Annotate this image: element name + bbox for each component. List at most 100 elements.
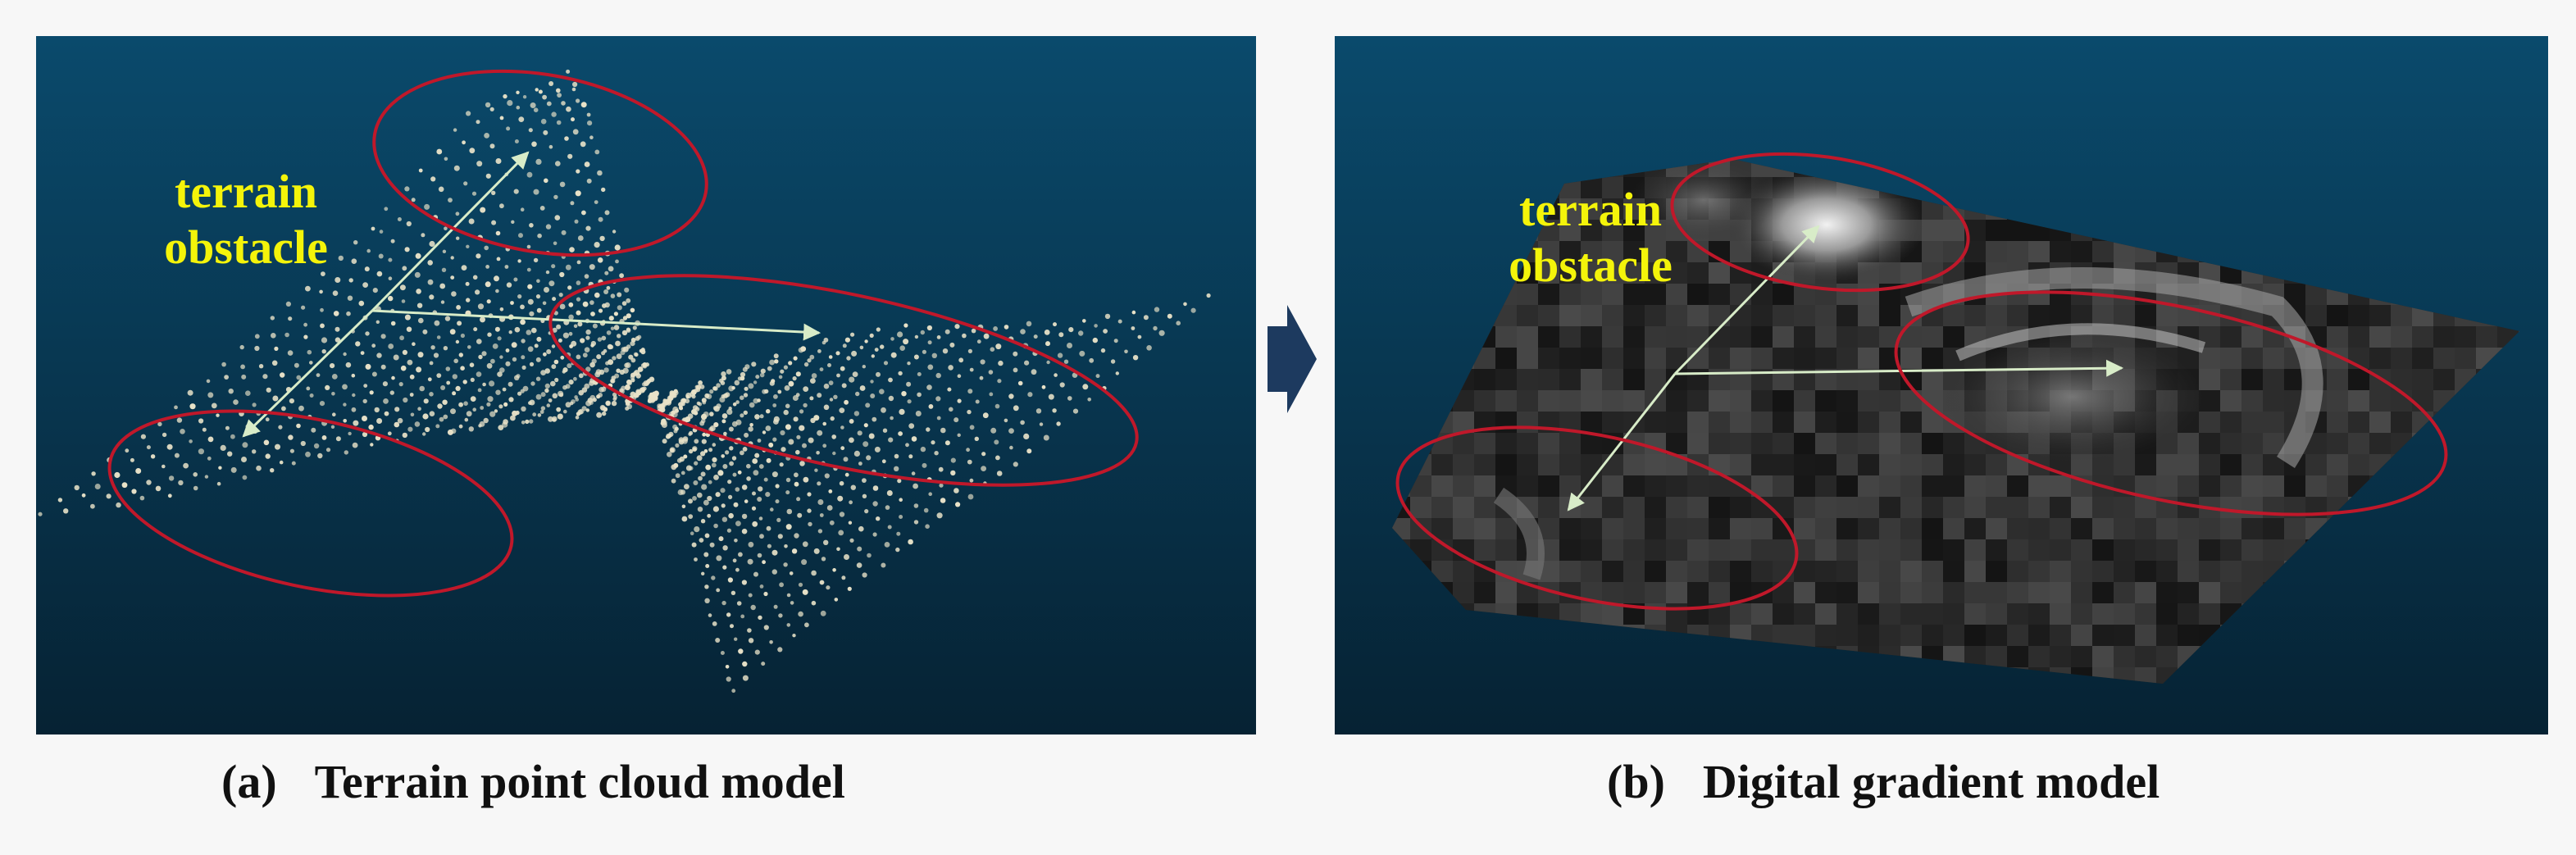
gradient-cell xyxy=(2114,518,2135,539)
gradient-cell xyxy=(1581,326,1602,348)
point xyxy=(883,361,889,366)
gradient-cell xyxy=(2114,603,2135,625)
point xyxy=(587,121,593,126)
point xyxy=(694,461,699,466)
point xyxy=(662,439,667,444)
point xyxy=(809,396,814,401)
point xyxy=(777,389,782,394)
point xyxy=(1013,405,1019,412)
point xyxy=(294,362,299,368)
gradient-cell xyxy=(1858,475,1879,497)
point xyxy=(758,615,762,621)
point xyxy=(802,541,808,548)
point xyxy=(1017,380,1023,386)
gradient-cell xyxy=(1986,497,2007,518)
point xyxy=(976,339,981,344)
point xyxy=(537,233,542,239)
gradient-cell xyxy=(1858,561,1879,582)
point xyxy=(773,604,778,609)
point xyxy=(568,302,574,307)
point xyxy=(521,421,526,425)
point xyxy=(309,393,314,398)
point xyxy=(931,440,935,445)
point xyxy=(771,549,778,556)
gradient-cell xyxy=(1687,582,1709,603)
point xyxy=(826,505,833,511)
point xyxy=(335,326,340,332)
point xyxy=(890,352,897,358)
point xyxy=(372,288,378,293)
point xyxy=(715,492,721,498)
gradient-cell xyxy=(1517,284,1538,305)
gradient-cell xyxy=(1836,603,1858,625)
point xyxy=(626,313,631,319)
point xyxy=(453,165,460,171)
point xyxy=(872,485,879,491)
gradient-cell xyxy=(1751,433,1773,454)
point xyxy=(711,575,716,580)
gradient-cell xyxy=(2092,646,2114,667)
gradient-cell xyxy=(1623,284,1645,305)
gradient-cell xyxy=(2071,561,2092,582)
point xyxy=(157,421,162,427)
point xyxy=(771,471,778,478)
point xyxy=(338,255,344,262)
gradient-cell xyxy=(1730,561,1751,582)
point xyxy=(584,383,590,389)
point xyxy=(376,352,382,358)
gradient-cell xyxy=(1538,241,1559,262)
point xyxy=(436,373,442,378)
point xyxy=(544,388,549,393)
point xyxy=(732,558,737,563)
point xyxy=(844,399,849,405)
axis-arrow-up xyxy=(1673,225,1820,375)
point xyxy=(762,560,766,565)
point xyxy=(795,449,800,455)
point xyxy=(466,244,470,248)
point xyxy=(872,416,877,422)
point xyxy=(728,426,734,432)
point xyxy=(858,462,862,466)
point xyxy=(415,252,421,259)
point xyxy=(445,366,451,371)
point xyxy=(469,148,476,154)
point xyxy=(499,116,504,121)
point xyxy=(535,88,539,92)
point xyxy=(398,382,403,387)
gradient-cell xyxy=(1474,390,1495,412)
point xyxy=(139,495,145,501)
point xyxy=(790,601,794,605)
point xyxy=(744,432,749,438)
point xyxy=(967,409,972,415)
gradient-cell xyxy=(1495,582,1517,603)
point xyxy=(388,257,393,262)
point xyxy=(864,339,868,343)
point xyxy=(701,571,705,575)
gradient-cell xyxy=(1538,369,1559,390)
point xyxy=(281,406,286,412)
point xyxy=(705,564,710,568)
point xyxy=(529,362,535,366)
point xyxy=(726,676,731,682)
point xyxy=(793,356,798,361)
point xyxy=(206,379,211,384)
point xyxy=(731,456,737,461)
point xyxy=(740,614,745,619)
point xyxy=(1167,313,1172,319)
point xyxy=(556,120,562,125)
point xyxy=(899,498,903,502)
point xyxy=(995,455,1000,461)
point xyxy=(862,493,867,498)
point xyxy=(480,316,485,323)
gradient-cell xyxy=(2348,326,2369,348)
point xyxy=(681,398,686,402)
gradient-cell xyxy=(1666,603,1687,625)
point xyxy=(1063,359,1069,364)
point xyxy=(817,393,822,398)
gradient-cell xyxy=(1836,390,1858,412)
point xyxy=(604,302,610,308)
gradient-cell xyxy=(1858,454,1879,475)
point xyxy=(613,312,619,316)
point xyxy=(866,455,872,461)
gradient-cell xyxy=(1986,220,2007,241)
